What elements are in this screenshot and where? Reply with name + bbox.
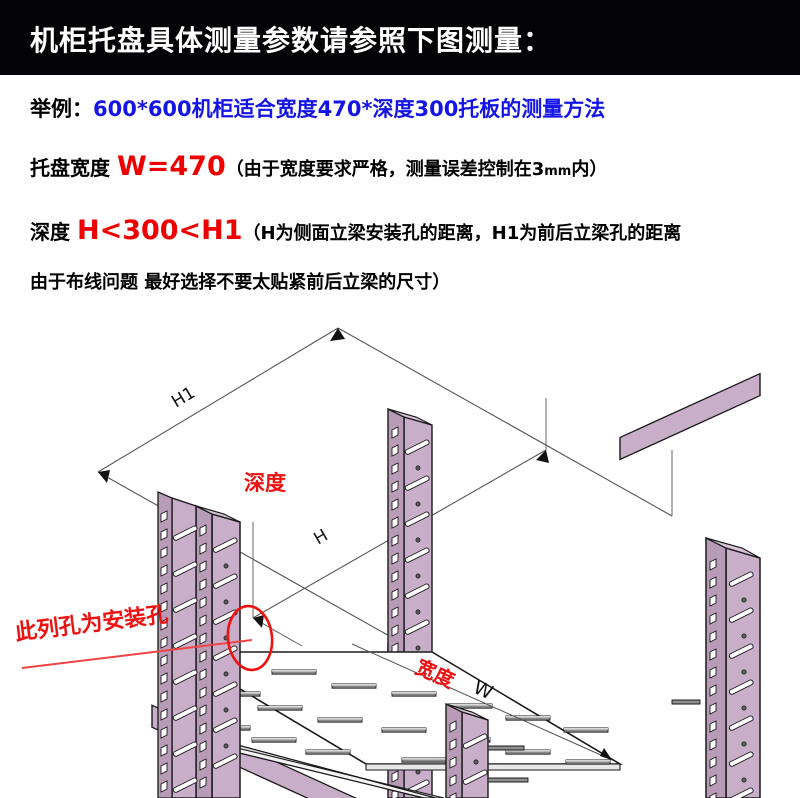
instruction-line-2: 托盘宽度 W=470（由于宽度要求严格，测量误差控制在3mm内） xyxy=(30,153,607,180)
highlight-ellipse xyxy=(226,604,274,672)
depth-annotation: 深度 xyxy=(244,471,286,495)
rack-tray-isometric-diagram: H1 深度 H xyxy=(0,300,800,798)
shelf-tray xyxy=(159,651,623,771)
mounting-hole-column xyxy=(199,524,207,789)
tray-width-note-unit: mm xyxy=(544,164,572,179)
instruction-line-4: 由于布线问题 最好选择不要太贴紧前后立梁的尺寸） xyxy=(30,271,450,292)
page-title: 机柜托盘具体测量参数请参照下图测量： xyxy=(30,24,553,57)
depth-label: 深度 xyxy=(30,220,70,244)
tray-width-note-close: 内） xyxy=(571,159,608,180)
example-label: 举例： xyxy=(30,97,93,121)
depth-formula: H<300<H1 xyxy=(76,215,243,246)
tray-width-formula: W=470 xyxy=(116,151,226,182)
mounting-hole-label: 此列孔为安装孔 xyxy=(14,601,170,646)
depth-note: （H为侧面立梁安装孔的距离，H1为前后立梁孔的距离 xyxy=(242,223,682,244)
tray-width-label: 托盘宽度 xyxy=(30,156,110,180)
rear-cross-beam xyxy=(619,372,761,461)
dimension-h1-label: H1 xyxy=(168,383,199,412)
rear-left-post-strip xyxy=(157,491,198,798)
mid-rear-post xyxy=(445,702,489,798)
tray-width-note-open: （由于宽度要求严格，测量误差控制在3 xyxy=(225,159,545,180)
instruction-line-3: 深度 H<300<H1（H为侧面立梁安装孔的距离，H1为前后立梁孔的距离 xyxy=(30,217,681,244)
shelf-bracket-tabs xyxy=(487,699,701,783)
example-value: 600*600机柜适合宽度470*深度300托板的测量方法 xyxy=(93,97,606,121)
dimension-h-label: H xyxy=(311,526,332,550)
instruction-text-block: 举例：600*600机柜适合宽度470*深度300托板的测量方法 托盘宽度 W=… xyxy=(0,75,800,310)
front-left-post xyxy=(195,504,241,798)
front-right-post xyxy=(705,536,761,798)
instruction-line-1: 举例：600*600机柜适合宽度470*深度300托板的测量方法 xyxy=(30,99,605,120)
rear-right-post xyxy=(387,407,433,721)
depth-note-continued: 由于布线问题 最好选择不要太贴紧前后立梁的尺寸） xyxy=(30,272,451,293)
header-bar: 机柜托盘具体测量参数请参照下图测量： xyxy=(0,0,800,75)
